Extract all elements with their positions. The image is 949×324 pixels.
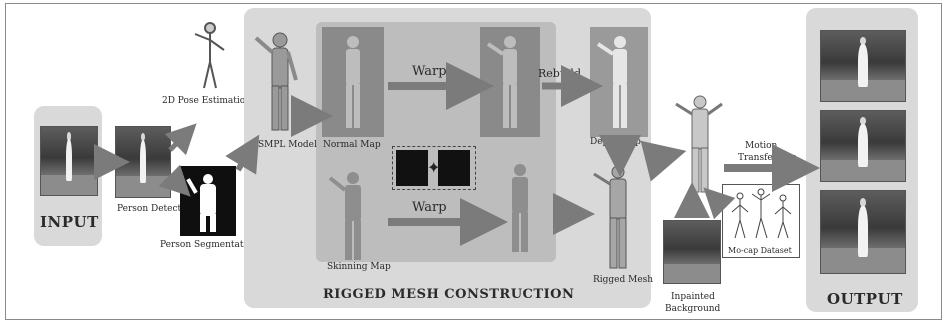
arrow-to-posed [650,156,666,160]
rigged-mesh-figure [594,166,626,268]
arrow-to-smpl [238,150,250,170]
warped-normal-figure [488,36,517,128]
skinning-map-figure [330,172,361,260]
depth-map-figure [598,36,627,128]
smpl-model-figure [256,33,296,130]
posed-rigged-figure [676,96,722,192]
arrow-to-segmentation [170,176,180,186]
normal-map-figure [346,36,360,128]
pose-skeleton-figure [195,23,224,88]
warped-skinning-figure [512,164,528,252]
arrow-mocap-up [714,198,722,206]
arrow-to-pose [170,134,186,150]
mocap-stick-figures [732,189,791,238]
